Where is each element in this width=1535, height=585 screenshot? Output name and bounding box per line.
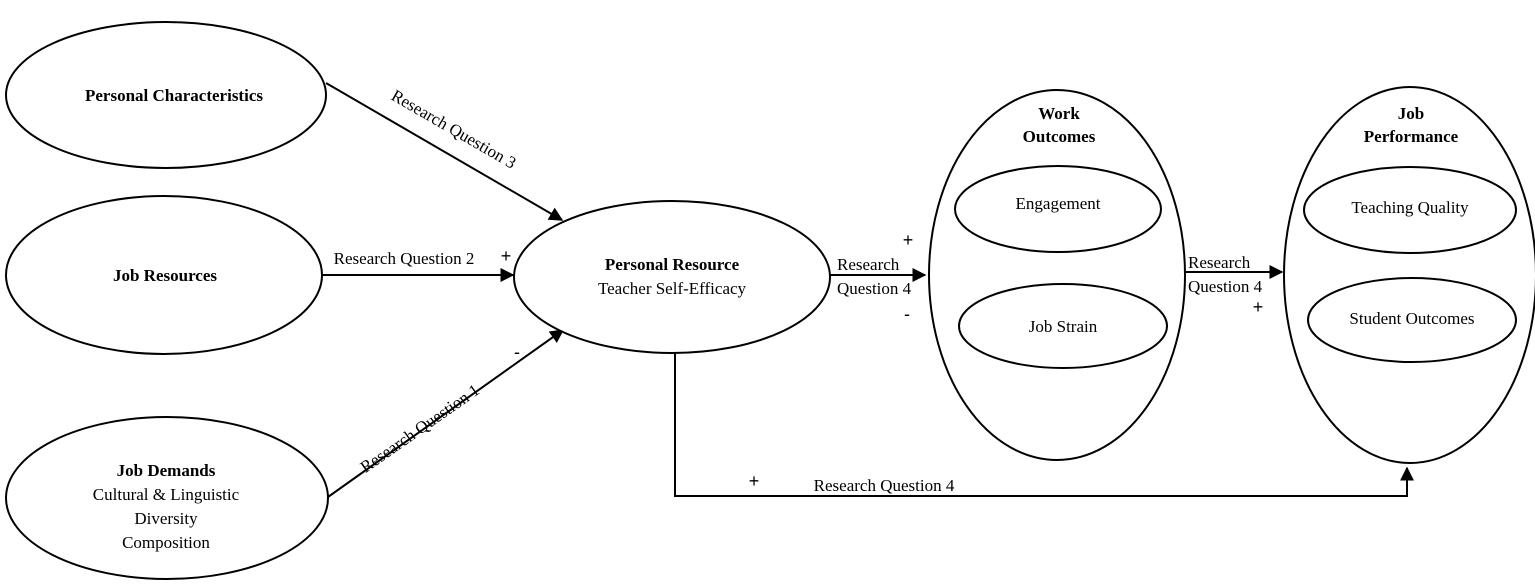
edge-rq1-label: Research Question 1: [357, 380, 483, 476]
edge-rq2-label: Research Question 2: [334, 249, 475, 268]
node-work-outcomes-job-strain: [958, 283, 1168, 369]
node-personal-resource-subtitle: Teacher Self-Efficacy: [598, 279, 747, 298]
node-personal-resource-title: Personal Resource: [605, 255, 740, 274]
node-job-demands-subtitle-line-1: Cultural & Linguistic: [93, 485, 240, 504]
edge-rq4-work-to-performance-label-line-2: Question 4: [1188, 277, 1263, 296]
node-job-demands-title: Job Demands: [117, 461, 216, 480]
node-personal-characteristics-title: Personal Characteristics: [85, 86, 263, 105]
node-work-outcomes-engagement: [954, 165, 1162, 253]
edge-rq1-sign: -: [514, 342, 520, 362]
node-personal-resource: Personal Resource Teacher Self-Efficacy: [513, 200, 831, 354]
node-job-performance-student-outcomes-label: Student Outcomes: [1349, 309, 1474, 328]
edge-rq3-arrow: [325, 82, 564, 221]
edge-rq3-label: Research Question 3: [388, 86, 519, 173]
node-work-outcomes: Work Outcomes Engagement Job Strain: [928, 89, 1186, 461]
node-personal-characteristics: Personal Characteristics: [5, 21, 327, 169]
edge-rq4-direct-arrow: [674, 352, 1414, 497]
node-job-demands-subtitle-line-2: Diversity: [134, 509, 198, 528]
edge-rq4-direct-label: Research Question 4: [814, 476, 955, 495]
node-work-outcomes-engagement-label: Engagement: [1016, 194, 1101, 213]
node-job-resources: Job Resources: [5, 195, 323, 355]
node-job-demands: Job Demands Cultural & Linguistic Divers…: [5, 416, 329, 580]
node-job-performance-teaching-quality: [1303, 166, 1517, 254]
edge-rq4-personal-to-work-label-line-1: Research: [837, 255, 900, 274]
node-job-demands-subtitle-line-3: Composition: [122, 533, 210, 552]
node-work-outcomes-title-line-1: Work: [1038, 104, 1080, 123]
node-job-resources-title: Job Resources: [113, 266, 217, 285]
edge-rq4-work-to-performance-sign: +: [1253, 297, 1264, 317]
node-job-performance-title-line-1: Job: [1398, 104, 1424, 123]
node-work-outcomes-title-line-2: Outcomes: [1023, 127, 1096, 146]
node-work-outcomes-job-strain-label: Job Strain: [1029, 317, 1098, 336]
edge-rq2-sign: +: [501, 246, 512, 266]
edge-rq4-work-to-performance-label-line-1: Research: [1188, 253, 1251, 272]
edge-rq1-arrow: [327, 329, 565, 498]
node-job-performance-title-line-2: Performance: [1364, 127, 1459, 146]
edge-rq4-personal-to-work-sign-bottom: -: [904, 304, 910, 324]
node-job-performance: Job Performance Teaching Quality Student…: [1283, 86, 1535, 464]
edge-rq4-personal-to-work-label-line-2: Question 4: [837, 279, 912, 298]
edge-rq4-direct-sign: +: [749, 471, 760, 491]
node-job-performance-teaching-quality-label: Teaching Quality: [1351, 198, 1469, 217]
edge-rq4-personal-to-work-sign-top: +: [903, 230, 914, 250]
node-job-performance-student-outcomes: [1307, 277, 1517, 363]
